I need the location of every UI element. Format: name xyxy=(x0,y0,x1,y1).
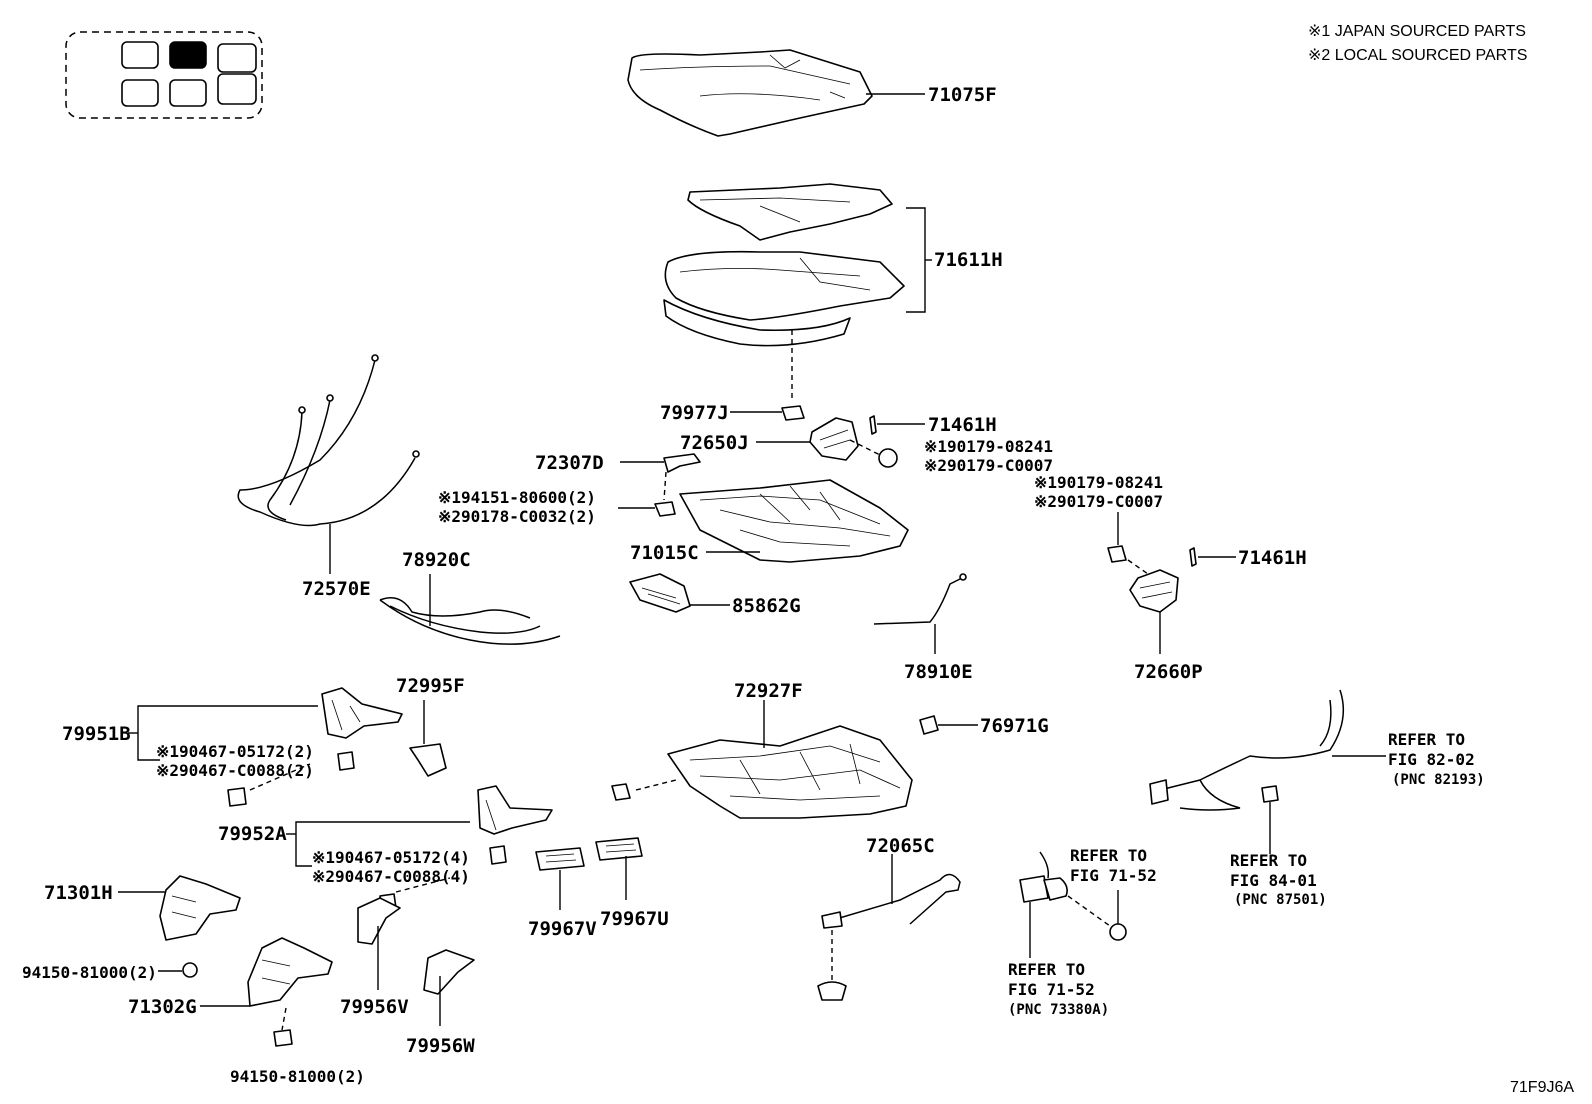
part-label-71461H-b: 71461H xyxy=(1238,547,1307,569)
cable-78910E xyxy=(873,573,967,654)
selected-seat-marker xyxy=(169,41,207,69)
pad-79967V xyxy=(535,847,585,910)
part-label-79952A: 79952A xyxy=(218,823,287,845)
note-290178: ※290178-C0032(2) xyxy=(438,507,596,526)
part-label-71611H: 71611H xyxy=(934,249,1003,271)
figure-code: 71F9J6A xyxy=(1510,1079,1574,1096)
part-label-94150-a: 94150-81000(2) xyxy=(22,963,157,982)
note-290179-b: ※290179-C0007 xyxy=(1034,492,1163,511)
strap-72065C xyxy=(817,854,961,1001)
part-79977J xyxy=(730,405,805,421)
ref-71-52-b-line1: REFER TO xyxy=(1008,960,1085,979)
part-label-72650J: 72650J xyxy=(680,432,749,454)
cover-72660P xyxy=(1129,569,1179,654)
part-label-79956W: 79956W xyxy=(406,1035,475,1057)
note-290179-a: ※290179-C0007 xyxy=(924,456,1053,475)
bracket-72995F xyxy=(409,700,447,777)
part-label-71461H-a: 71461H xyxy=(928,414,997,436)
ref-71-52-b-pnc: (PNC 73380A) xyxy=(1008,1002,1109,1018)
part-label-76971G: 76971G xyxy=(980,715,1049,737)
note-290467-a: ※290467-C0088(2) xyxy=(156,761,314,780)
seat-locator-icon xyxy=(65,31,263,119)
part-label-85862G: 85862G xyxy=(732,595,801,617)
wire-harness xyxy=(1149,689,1386,854)
clip-76971G xyxy=(919,715,939,735)
ref-82-02-line1: REFER TO xyxy=(1388,730,1465,749)
part-label-71301H: 71301H xyxy=(44,882,113,904)
part-label-79977J: 79977J xyxy=(660,402,729,424)
ref-84-01-line2: FIG 84-01 xyxy=(1230,871,1317,890)
ref-84-01-line1: REFER TO xyxy=(1230,851,1307,870)
part-label-71075F: 71075F xyxy=(928,84,997,106)
part-label-72570E: 72570E xyxy=(302,578,371,600)
note-290467-b: ※290467-C0088(4) xyxy=(312,867,470,886)
part-label-78910E: 78910E xyxy=(904,661,973,683)
part-label-78920C: 78920C xyxy=(402,549,471,571)
ref-82-02-pnc: (PNC 82193) xyxy=(1392,772,1485,788)
cable-78920C xyxy=(379,574,561,645)
seat-belt-buckle xyxy=(1019,851,1127,958)
part-label-79967U: 79967U xyxy=(600,908,669,930)
seat-pan-72927F xyxy=(611,700,913,819)
ref-71-52-b-line2: FIG 71-52 xyxy=(1008,980,1095,999)
note-194151: ※194151-80600(2) xyxy=(438,488,596,507)
seat-cushion-pad-71611H xyxy=(663,183,932,400)
ref-71-52-a-line1: REFER TO xyxy=(1070,846,1147,865)
cover-79956V xyxy=(357,897,401,990)
adjuster-71302G xyxy=(200,937,333,1047)
seat-cushion-cover-71075F xyxy=(627,49,925,137)
cover-72650J xyxy=(756,415,925,468)
part-label-79956V: 79956V xyxy=(340,996,409,1018)
part-label-79951B: 79951B xyxy=(62,723,131,745)
part-label-72927F: 72927F xyxy=(734,680,803,702)
note-190467-a: ※190467-05172(2) xyxy=(156,742,314,761)
part-85862G xyxy=(629,573,730,613)
part-label-79967V: 79967V xyxy=(528,918,597,940)
part-label-71015C: 71015C xyxy=(630,542,699,564)
note-190179-a: ※190179-08241 xyxy=(924,437,1053,456)
cover-79956W xyxy=(423,949,475,1026)
part-label-72995F: 72995F xyxy=(396,675,465,697)
ref-84-01-pnc: (PNC 87501) xyxy=(1234,892,1327,908)
note-local-sourced: ※2 LOCAL SOURCED PARTS xyxy=(1308,47,1527,64)
seat-frame-71015C xyxy=(679,479,909,563)
note-190467-b: ※190467-05172(4) xyxy=(312,848,470,867)
part-label-72660P: 72660P xyxy=(1134,661,1203,683)
adjuster-71301H xyxy=(118,875,241,978)
note-190179-b: ※190179-08241 xyxy=(1034,473,1163,492)
part-label-94150-b: 94150-81000(2) xyxy=(230,1067,365,1086)
pad-79967U xyxy=(595,837,643,900)
bracket-79951B xyxy=(128,687,403,807)
part-label-71302G: 71302G xyxy=(128,996,197,1018)
part-label-72065C: 72065C xyxy=(866,835,935,857)
note-japan-sourced: ※1 JAPAN SOURCED PARTS xyxy=(1308,23,1526,40)
part-72307D xyxy=(620,453,701,517)
ref-71-52-a-line2: FIG 71-52 xyxy=(1070,866,1157,885)
part-label-72307D: 72307D xyxy=(535,452,604,474)
cable-72570E xyxy=(237,354,420,574)
ref-82-02-line2: FIG 82-02 xyxy=(1388,750,1475,769)
